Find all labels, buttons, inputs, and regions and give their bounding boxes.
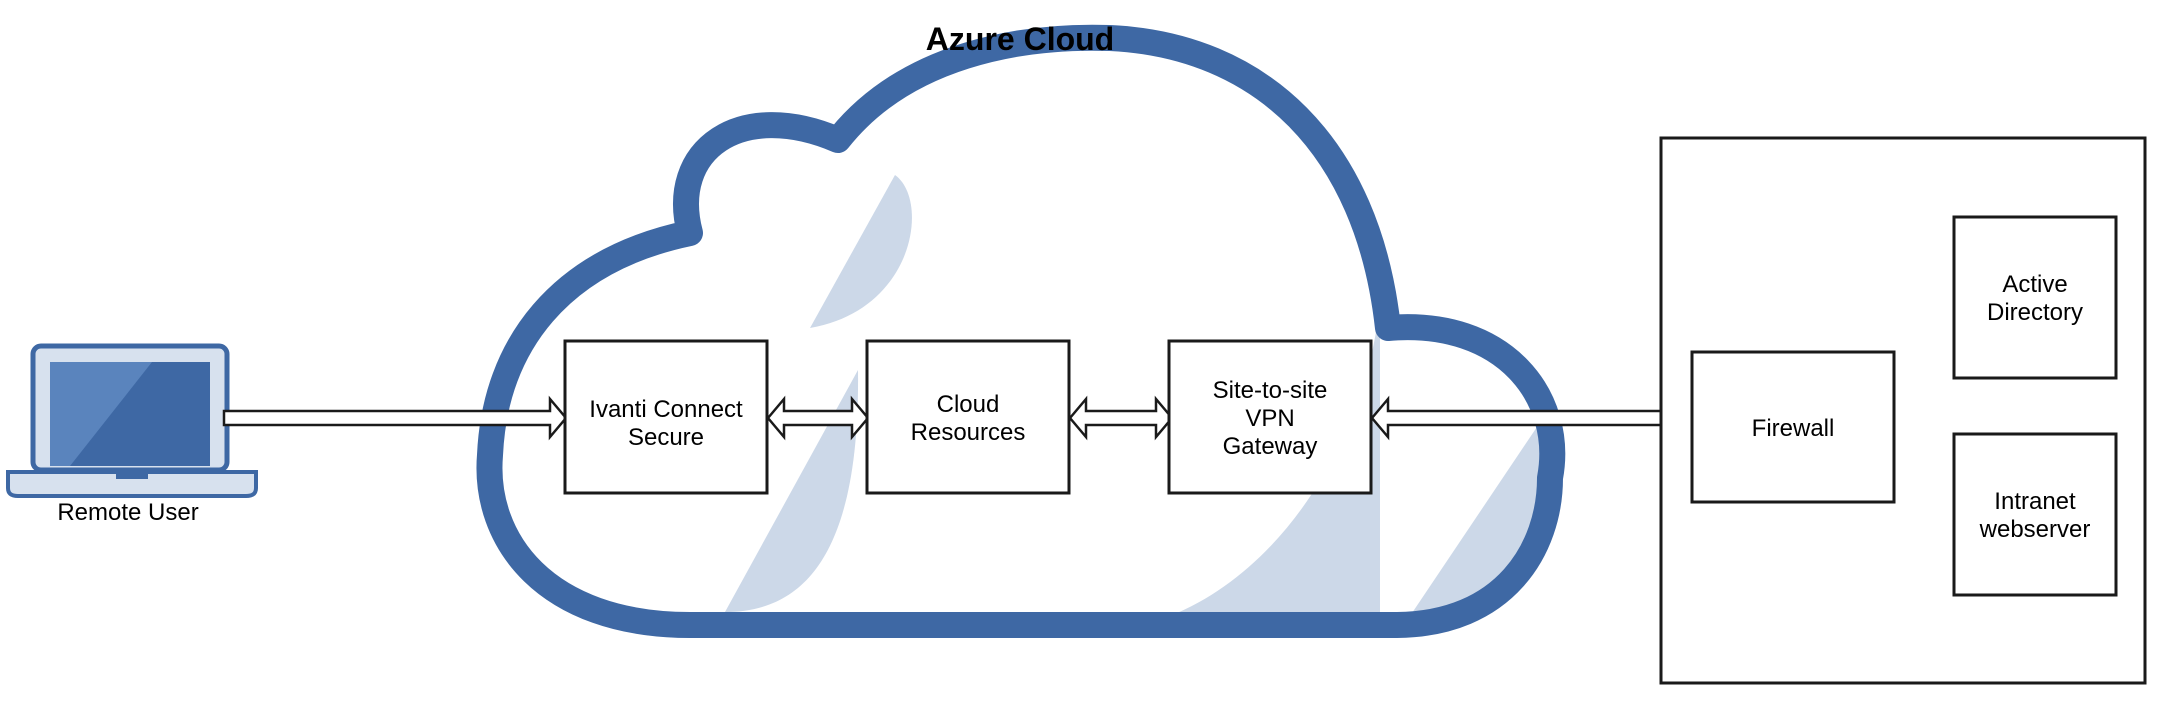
active-directory-label-line1: Active bbox=[2002, 271, 2067, 298]
firewall-label: Firewall bbox=[1752, 415, 1835, 442]
remote-user-label: Remote User bbox=[57, 499, 198, 526]
cloud-icon bbox=[476, 24, 1566, 638]
on-premises-network: Firewall Active Directory Intranet webse… bbox=[1659, 136, 2147, 685]
intranet-label-line2: webserver bbox=[1979, 516, 2091, 543]
vpn-gateway-label-line3: Gateway bbox=[1223, 433, 1318, 460]
vpn-gateway-label-line2: VPN bbox=[1245, 405, 1294, 432]
arrow-remote-to-ivanti bbox=[222, 395, 568, 441]
ivanti-label-line2: Secure bbox=[628, 424, 704, 451]
cloud-resources-label-line1: Cloud bbox=[937, 391, 1000, 418]
cloud-resources-label-line2: Resources bbox=[911, 419, 1026, 446]
vpn-gateway-node: Site-to-site VPN Gateway bbox=[1167, 339, 1373, 495]
firewall-node: Firewall bbox=[1690, 350, 1896, 504]
ivanti-label-line1: Ivanti Connect bbox=[589, 396, 743, 423]
laptop-icon bbox=[6, 343, 258, 498]
active-directory-label-line2: Directory bbox=[1987, 299, 2083, 326]
active-directory-node: Active Directory bbox=[1952, 215, 2118, 380]
ivanti-connect-secure-node: Ivanti Connect Secure bbox=[563, 339, 769, 495]
intranet-webserver-node: Intranet webserver bbox=[1952, 432, 2118, 597]
cloud-resources-node: Cloud Resources bbox=[865, 339, 1071, 495]
diagram-title: Azure Cloud bbox=[926, 21, 1114, 57]
intranet-label-line1: Intranet bbox=[1994, 488, 2076, 515]
vpn-gateway-label-line1: Site-to-site bbox=[1213, 377, 1328, 404]
